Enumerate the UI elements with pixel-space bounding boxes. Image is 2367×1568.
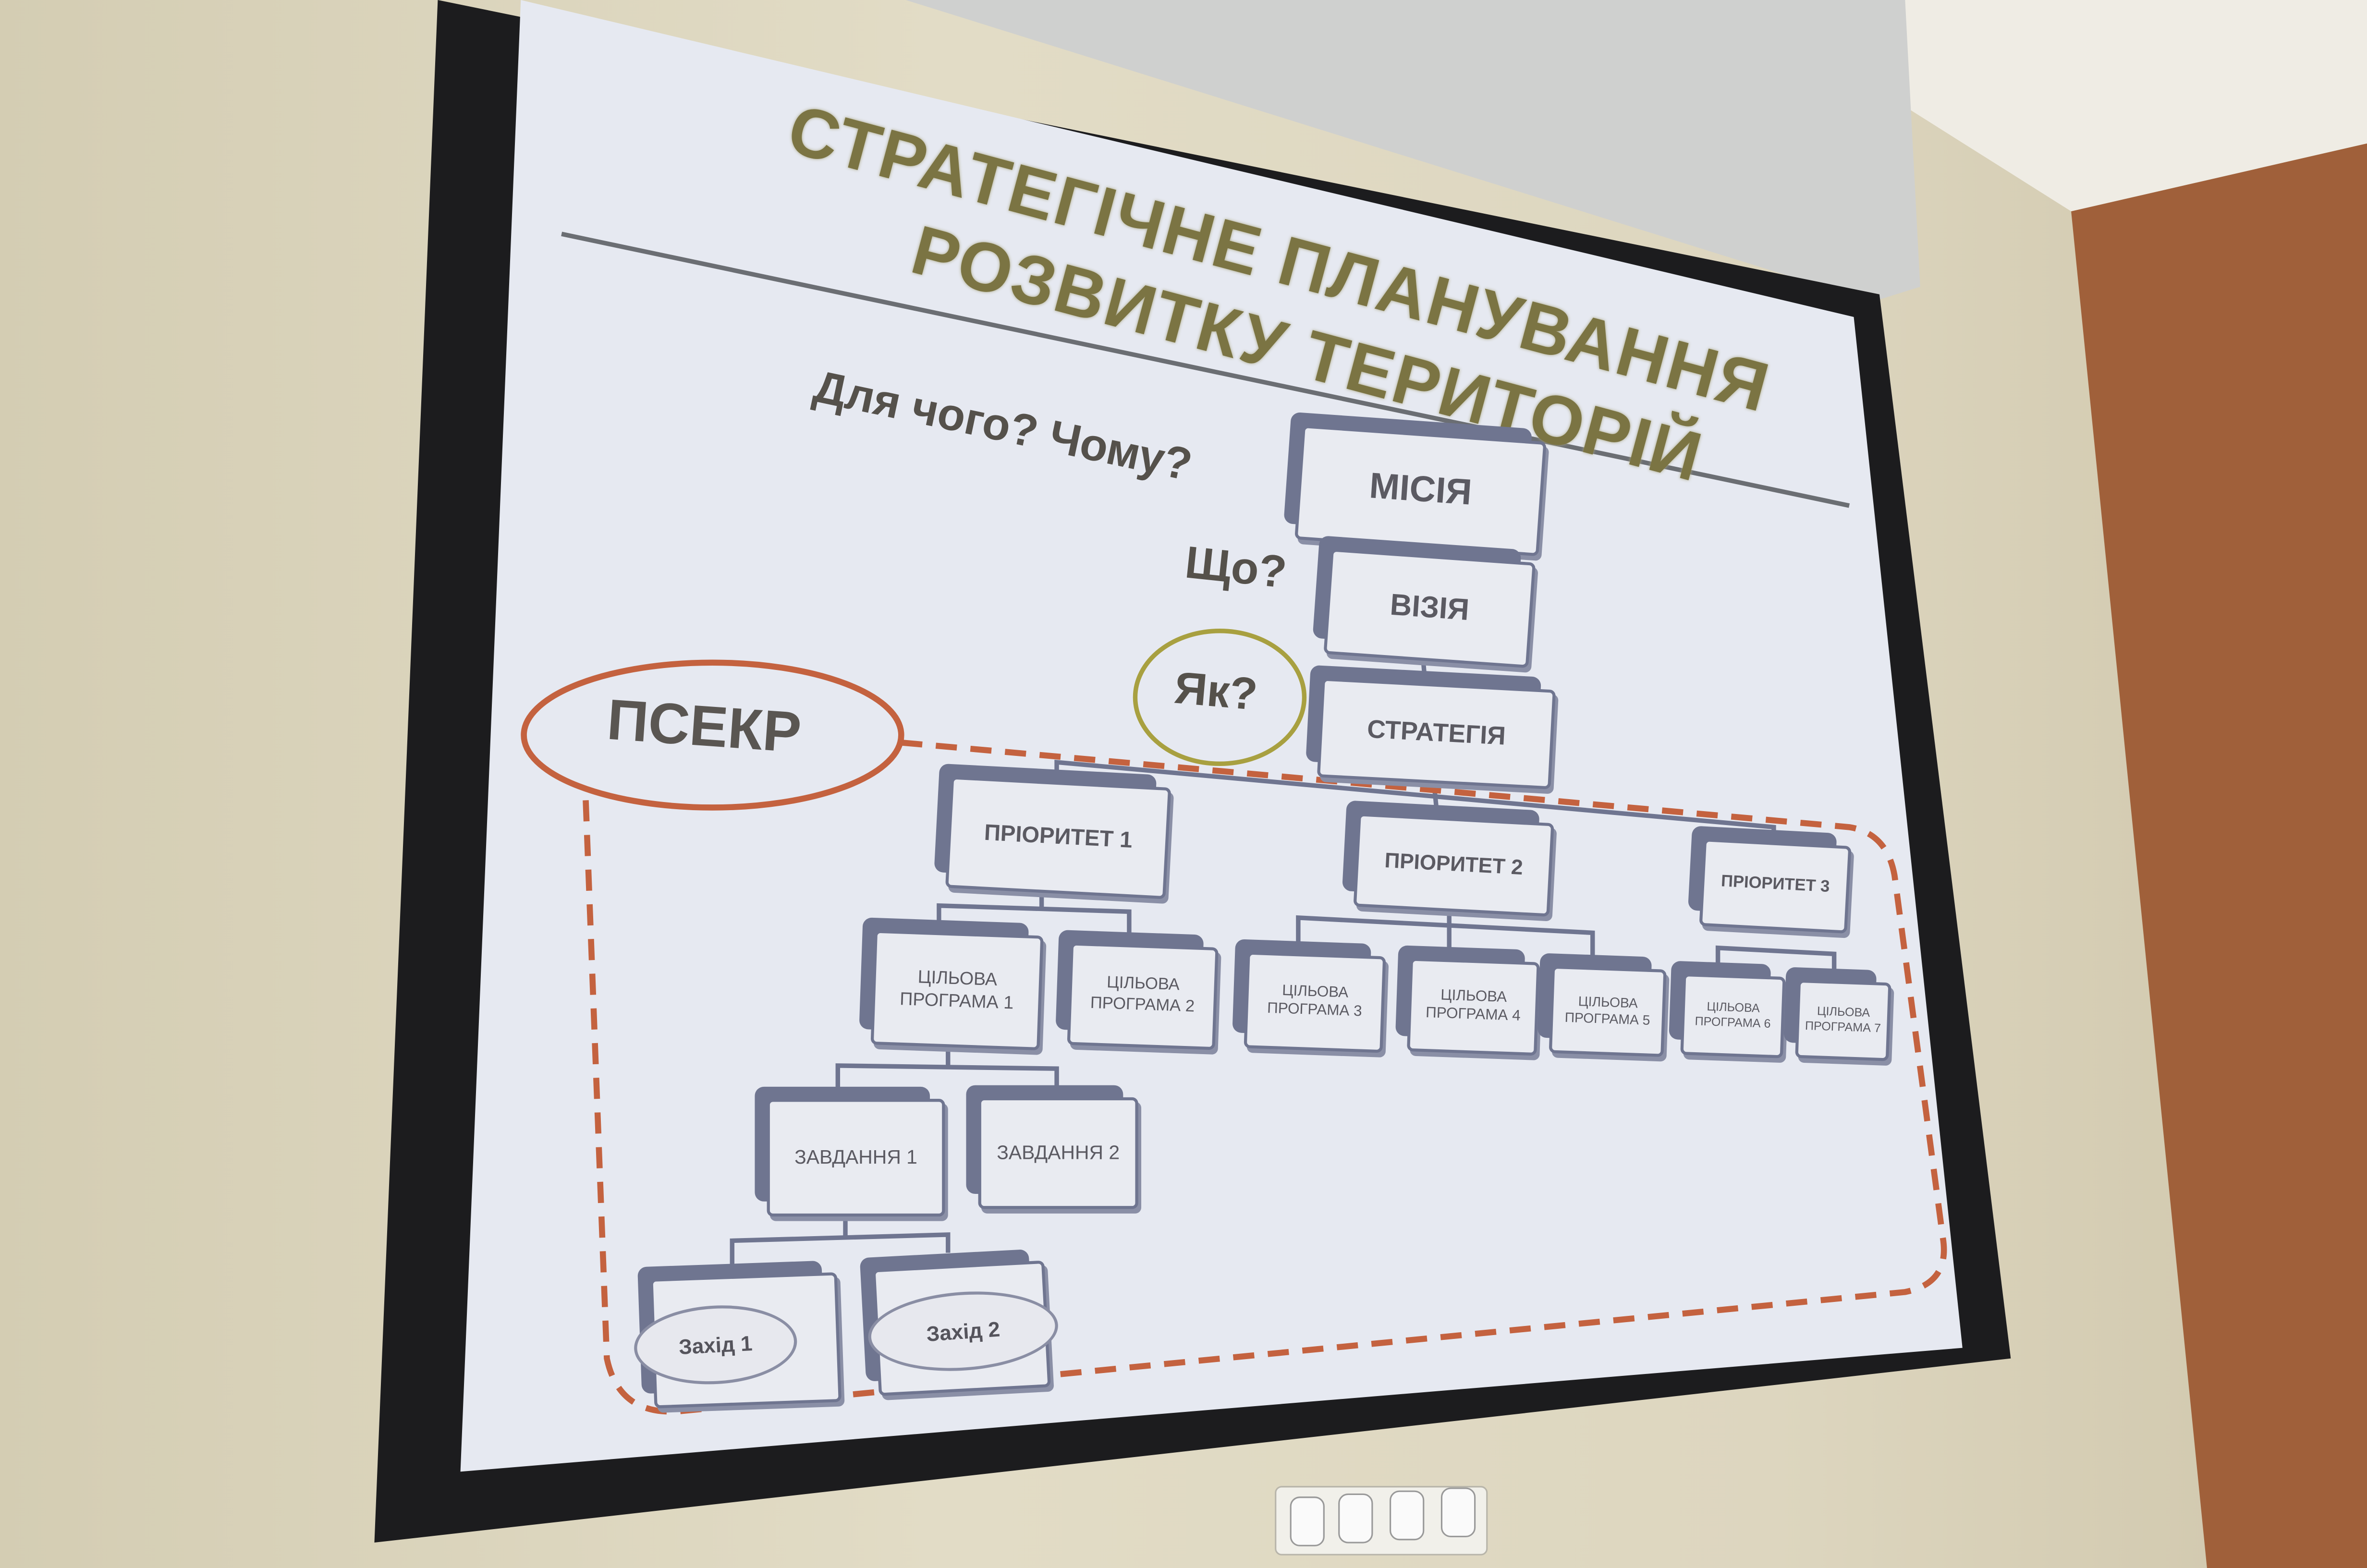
vision-label: ВІЗІЯ: [1323, 548, 1536, 669]
node-program-1: ЦІЛЬОВА ПРОГРАМА 1: [859, 917, 1044, 1051]
node-priority-3: ПРІОРИТЕТ 3: [1688, 826, 1852, 934]
question-what: Що?: [1183, 538, 1289, 598]
question-how: Як?: [1172, 663, 1259, 721]
wood-panel: [2071, 143, 2367, 1568]
wall-switches: [1275, 1486, 1488, 1556]
node-program-2: ЦІЛЬОВА ПРОГРАМА 2: [1055, 930, 1219, 1050]
node-task-1: ЗАВДАННЯ 1: [755, 1086, 945, 1217]
program-label: ЦІЛЬОВА ПРОГРАМА 6: [1680, 973, 1786, 1058]
node-priority-2: ПРІОРИТЕТ 2: [1342, 800, 1554, 917]
program-label: ЦІЛЬОВА ПРОГРАМА 7: [1795, 979, 1891, 1061]
task-label: ЗАВДАННЯ 2: [978, 1097, 1138, 1209]
program-label: ЦІЛЬОВА ПРОГРАМА 3: [1244, 951, 1386, 1053]
node-program-3: ЦІЛЬОВА ПРОГРАМА 3: [1232, 939, 1386, 1053]
node-vision: ВІЗІЯ: [1312, 535, 1536, 669]
node-task-2: ЗАВДАННЯ 2: [966, 1085, 1138, 1209]
priority-label: ПРІОРИТЕТ 1: [945, 776, 1171, 899]
psekr-dashed-boundary: [583, 740, 1947, 1415]
node-program-5: ЦІЛЬОВА ПРОГРАМА 5: [1537, 953, 1667, 1057]
priority-label: ПРІОРИТЕТ 2: [1353, 813, 1554, 917]
program-label: ЦІЛЬОВА ПРОГРАМА 2: [1067, 942, 1219, 1050]
task-label: ЗАВДАННЯ 1: [767, 1099, 945, 1217]
program-label: ЦІЛЬОВА ПРОГРАМА 1: [870, 930, 1044, 1051]
node-program-4: ЦІЛЬОВА ПРОГРАМА 4: [1395, 945, 1540, 1056]
node-program-6: ЦІЛЬОВА ПРОГРАМА 6: [1669, 960, 1786, 1058]
strategy-label: СТРАТЕГІЯ: [1317, 678, 1556, 790]
title-divider: [561, 231, 1850, 508]
how-circle: [1133, 629, 1307, 766]
program-label: ЦІЛЬОВА ПРОГРАМА 4: [1407, 958, 1540, 1056]
psekr-label: ПСЕКР: [605, 689, 804, 766]
node-program-7: ЦІЛЬОВА ПРОГРАМА 7: [1783, 967, 1891, 1061]
program-label: ЦІЛЬОВА ПРОГРАМА 5: [1549, 965, 1667, 1057]
node-strategy: СТРАТЕГІЯ: [1306, 665, 1556, 790]
psekr-ellipse: [521, 659, 904, 811]
node-priority-1: ПРІОРИТЕТ 1: [934, 763, 1171, 899]
priority-label: ПРІОРИТЕТ 3: [1699, 838, 1852, 934]
projector-case: [905, 0, 1920, 302]
